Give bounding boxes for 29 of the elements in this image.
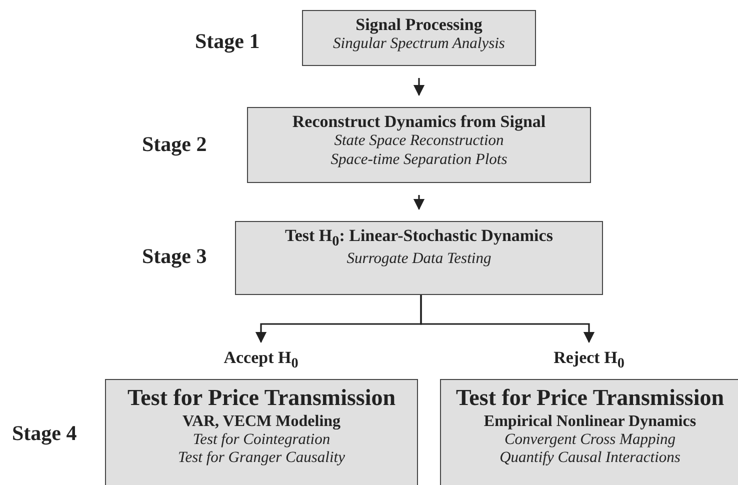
stage-label: Stage 3 [142,244,207,269]
box-text: VAR, VECM Modeling [182,412,341,431]
box-text: Quantify Causal Interactions [500,449,680,468]
box-text: Singular Spectrum Analysis [333,35,505,54]
box-heading: Test H$_{0}$: Linear-Stochastic Dynamics [285,226,553,250]
stage-label: Stage 4 [12,421,77,446]
box-heading: Reconstruct Dynamics from Signal [292,112,546,132]
box-text: Test for Granger Causality [178,449,345,468]
box-heading: Test for Price Transmission [456,384,724,412]
box-text: Convergent Cross Mapping [504,430,676,450]
box-heading: Test for Price Transmission [127,384,396,412]
edge-label: Accept H$_{0}$ [224,348,298,372]
box-text: State Space Reconstruction [334,132,504,151]
box-heading: Signal Processing [356,15,482,36]
process-box [247,107,591,183]
box-text: Test for Cointegration [192,430,330,450]
arrow [413,195,425,210]
box-text: Empirical Nonlinear Dynamics [484,412,696,431]
stage-label: Stage 1 [195,29,260,54]
arrow [413,78,425,96]
process-box [105,379,418,485]
arrow [420,295,595,344]
edge-label: Reject H$_{0}$ [554,348,624,372]
box-text: Space-time Separation Plots [330,150,508,170]
box-text: Surrogate Data Testing [346,250,492,269]
stage-label: Stage 2 [142,132,207,157]
process-box [235,221,603,295]
process-box [440,379,738,485]
process-box [302,10,536,66]
